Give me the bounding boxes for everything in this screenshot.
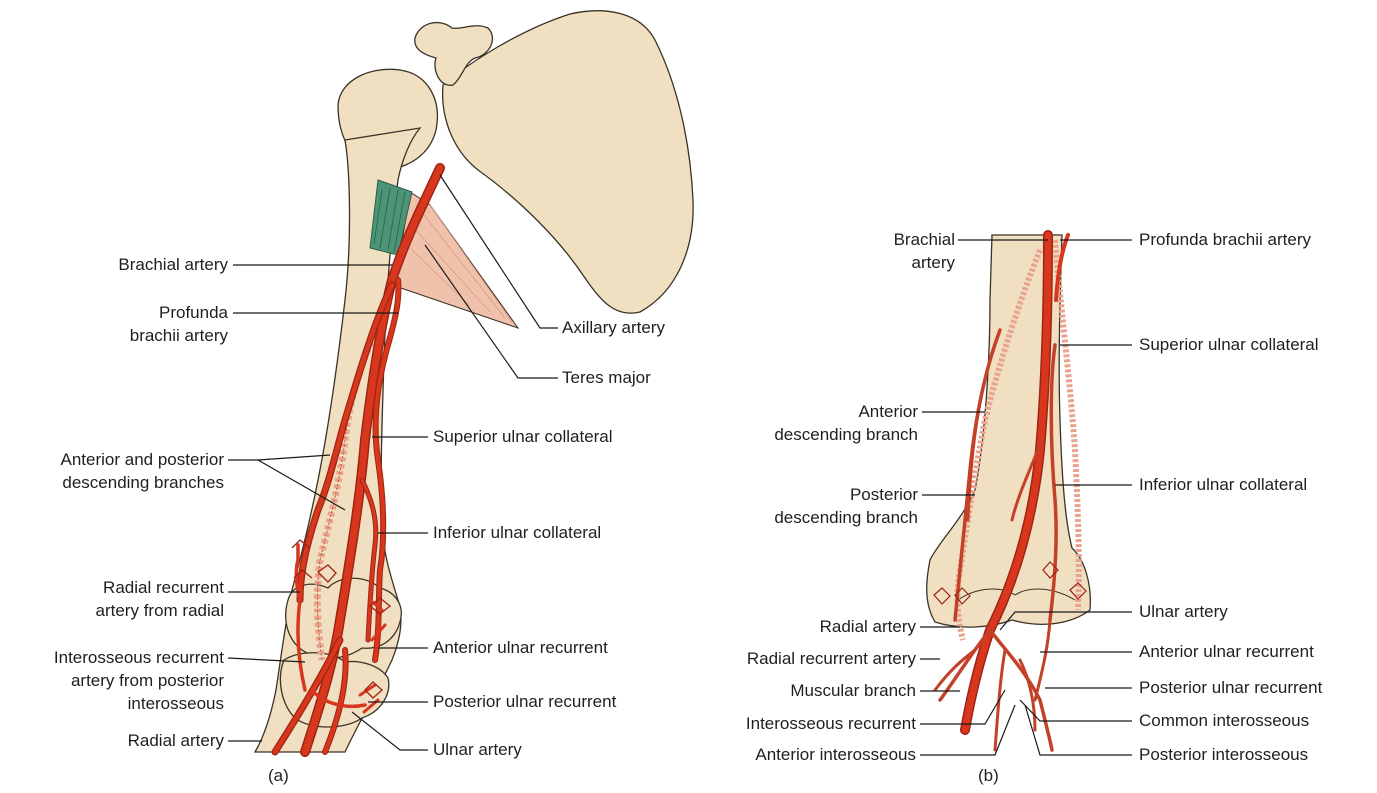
label-posterior-desc-line2-b: descending branch [700, 507, 918, 528]
label-anterior-ulnar-a: Anterior ulnar recurrent [433, 637, 608, 658]
teres-major-muscle [395, 192, 518, 328]
label-interosseous-line2-a: artery from posterior [0, 670, 224, 691]
label-posterior-ulnar-a: Posterior ulnar recurrent [433, 691, 616, 712]
label-superior-ulnar-a: Superior ulnar collateral [433, 426, 613, 447]
label-radial-artery-a: Radial artery [0, 730, 224, 751]
label-superior-ulnar-b: Superior ulnar collateral [1139, 334, 1319, 355]
label-posterior-desc-line1-b: Posterior [700, 484, 918, 505]
label-radial-recurrent-line1-a: Radial recurrent [0, 577, 224, 598]
label-ulnar-artery-b: Ulnar artery [1139, 601, 1228, 622]
label-interosseous-line1-a: Interosseous recurrent [0, 647, 224, 668]
label-radial-recurrent-b: Radial recurrent artery [680, 648, 916, 669]
label-posterior-interosseous-b: Posterior interosseous [1139, 744, 1308, 765]
label-anterior-interosseous-b: Anterior interosseous [680, 744, 916, 765]
leaders-a [228, 175, 558, 750]
label-interosseous-recurrent-b: Interosseous recurrent [680, 713, 916, 734]
label-ant-post-line1-a: Anterior and posterior [0, 449, 224, 470]
humerus-b [927, 235, 1091, 627]
label-inferior-ulnar-a: Inferior ulnar collateral [433, 522, 601, 543]
label-brachial-line1-b: Brachial [820, 229, 955, 250]
label-profunda-brachii-b: Profunda brachii artery [1139, 229, 1311, 250]
label-common-interosseous-b: Common interosseous [1139, 710, 1309, 731]
label-brachial-artery-a: Brachial artery [60, 254, 228, 275]
label-brachial-line2-b: artery [820, 252, 955, 273]
label-teres-major: Teres major [562, 367, 651, 388]
label-muscular-branch-b: Muscular branch [680, 680, 916, 701]
label-anterior-desc-line1-b: Anterior [700, 401, 918, 422]
caption-b: (b) [978, 766, 999, 786]
label-anterior-desc-line2-b: descending branch [700, 424, 918, 445]
label-inferior-ulnar-b: Inferior ulnar collateral [1139, 474, 1307, 495]
label-axillary-artery: Axillary artery [562, 317, 665, 338]
label-interosseous-line3-a: interosseous [0, 693, 224, 714]
label-profunda-line2-a: brachii artery [60, 325, 228, 346]
label-profunda-line1-a: Profunda [60, 302, 228, 323]
label-radial-artery-b: Radial artery [680, 616, 916, 637]
label-posterior-ulnar-b: Posterior ulnar recurrent [1139, 677, 1322, 698]
caption-a: (a) [268, 766, 289, 786]
label-radial-recurrent-line2-a: artery from radial [0, 600, 224, 621]
label-ulnar-artery-a: Ulnar artery [433, 739, 522, 760]
label-anterior-ulnar-b: Anterior ulnar recurrent [1139, 641, 1314, 662]
label-ant-post-line2-a: descending branches [0, 472, 224, 493]
